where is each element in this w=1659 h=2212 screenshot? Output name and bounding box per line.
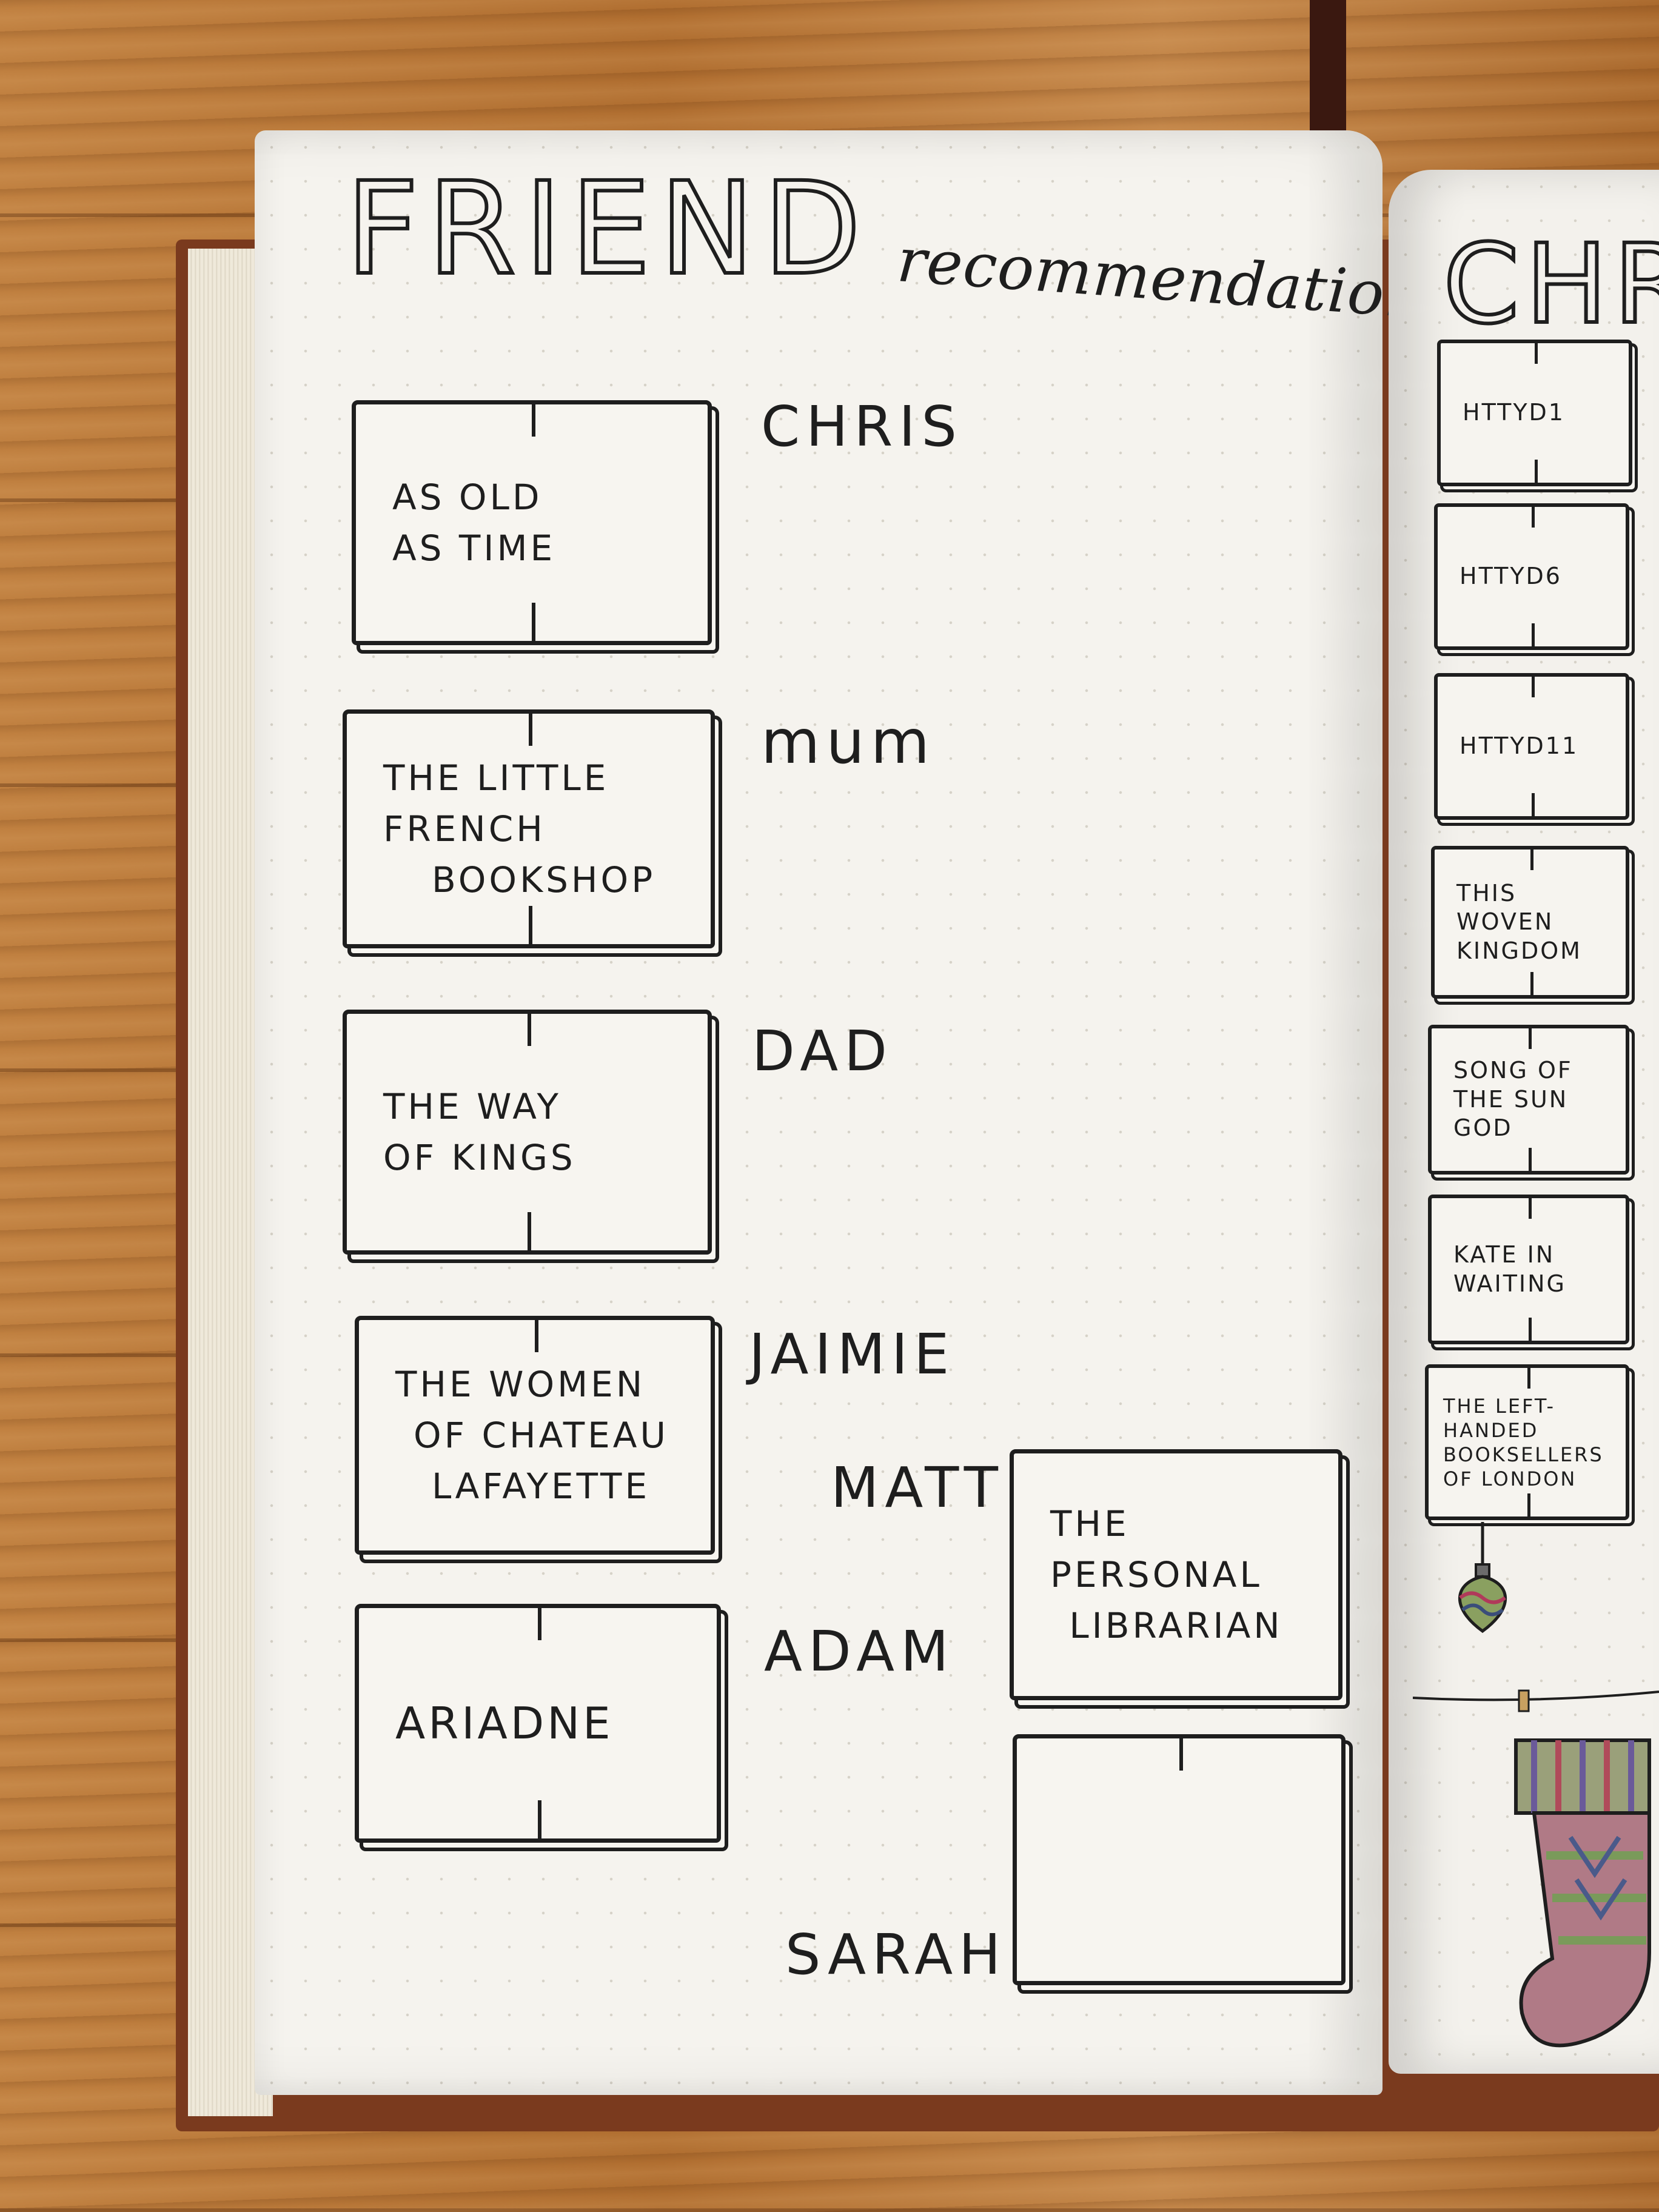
book-title-line: ARIADNE (395, 1697, 614, 1749)
book-title: HTTYD11 (1438, 677, 1626, 816)
book-title: AS OLD AS TIME (356, 404, 708, 641)
book-ariadne: ARIADNE (355, 1604, 721, 1843)
book-spine (1535, 340, 1538, 364)
book-title-line: BOOKSELLERS (1443, 1443, 1604, 1466)
book-title-line: OF KINGS (383, 1137, 576, 1178)
right-page-title: CHR (1441, 220, 1659, 350)
book-title-line: SONG OF (1453, 1057, 1573, 1084)
book-title-line: AS OLD (392, 476, 543, 518)
friend-name: JAIMIE (749, 1322, 956, 1387)
book-title-line: THE WOMEN (395, 1363, 646, 1405)
book-spine (535, 1316, 538, 1352)
friend-name: SARAH (785, 1922, 1007, 1987)
book-spine (532, 603, 535, 645)
book-title: THE WOMEN OF CHATEAU LAFAYETTE (359, 1320, 711, 1550)
book-spine (527, 1212, 531, 1255)
book-spine (1529, 1148, 1532, 1175)
book-this-woven-kingdom: THIS WOVEN KINGDOM (1431, 846, 1629, 999)
book-title: THE WAY OF KINGS (347, 1014, 708, 1250)
book-title-line: HANDED (1443, 1418, 1539, 1442)
book-spine (529, 906, 532, 948)
book-spine (1530, 972, 1533, 999)
book-spine (529, 709, 532, 746)
string-line-drawing (1413, 1689, 1659, 1712)
book-spine (532, 400, 535, 437)
book-spine (538, 1800, 541, 1843)
book-title-line: GOD (1453, 1114, 1513, 1142)
book-spine (1530, 846, 1533, 870)
book-spine (1529, 1195, 1532, 1219)
book-spine (1527, 1364, 1530, 1389)
book-spine (527, 1010, 531, 1046)
book-title: HTTYD6 (1438, 507, 1626, 646)
book-title-line: AS TIME (392, 528, 556, 569)
book-title-line: THIS (1456, 879, 1517, 907)
book-spine (1532, 623, 1535, 650)
book-title: HTTYD1 (1441, 343, 1629, 483)
book-spine (1529, 1318, 1532, 1344)
book-title-line: THE PERSONAL (1050, 1503, 1262, 1595)
book-title: THE PERSONAL LIBRARIAN (1014, 1453, 1338, 1696)
book-title-line: LIBRARIAN (1069, 1605, 1283, 1647)
book-the-women-of-chateau-lafayette: THE WOMEN OF CHATEAU LAFAYETTE (355, 1316, 715, 1555)
book-title-line: HTTYD6 (1460, 563, 1562, 590)
book-spine (538, 1604, 541, 1640)
book-title-line: LAFAYETTE (432, 1466, 651, 1507)
book-title: THE LITTLE FRENCH BOOKSHOP (347, 714, 711, 944)
book-title: KATE IN WAITING (1432, 1198, 1626, 1341)
book-httyd6: HTTYD6 (1434, 503, 1629, 650)
book-title-line: OF CHATEAU (414, 1414, 669, 1456)
book-the-little-french-bookshop: THE LITTLE FRENCH BOOKSHOP (343, 709, 715, 948)
page-title: FRIEND (344, 153, 870, 305)
book-spine (1532, 673, 1535, 697)
book-the-way-of-kings: THE WAY OF KINGS (343, 1010, 712, 1255)
friend-name: DAD (752, 1019, 894, 1084)
book-as-old-as-time: AS OLD AS TIME (352, 400, 712, 645)
book-httyd11: HTTYD11 (1434, 673, 1629, 820)
book-title: ARIADNE (359, 1608, 717, 1838)
book-title: THE LEFT- HANDED BOOKSELLERS OF LONDON (1429, 1368, 1626, 1517)
book-title-line: FRENCH (383, 808, 546, 850)
book-title-line: HTTYD1 (1463, 399, 1565, 426)
book-title-line: THE SUN (1453, 1085, 1569, 1113)
book-kate-in-waiting: KATE IN WAITING (1428, 1195, 1629, 1344)
christmas-ornament-drawing (1458, 1522, 1507, 1634)
book-title-line: WAITING (1453, 1270, 1566, 1297)
book-title: THIS WOVEN KINGDOM (1435, 850, 1626, 995)
book-title-line: THE LITTLE (383, 757, 609, 799)
book-title-line: THE LEFT- (1443, 1394, 1556, 1418)
book-title-line: BOOKSHOP (432, 859, 656, 901)
book-spine (1535, 460, 1538, 486)
book-title-line: WOVEN (1456, 908, 1554, 936)
book-the-personal-librarian: THE PERSONAL LIBRARIAN (1010, 1449, 1342, 1700)
friend-name: MATT (831, 1455, 1004, 1520)
book-title: SONG OF THE SUN GOD (1432, 1028, 1626, 1171)
book-title-line: THE WAY (383, 1085, 561, 1127)
stocking-drawing (1514, 1738, 1651, 2048)
book-title-line: KINGDOM (1456, 937, 1582, 964)
book-spine (1532, 793, 1535, 820)
book-title-line: OF LONDON (1443, 1467, 1577, 1490)
book-spine (1527, 1493, 1530, 1520)
book-song-of-the-sun-god: SONG OF THE SUN GOD (1428, 1025, 1629, 1175)
friend-name: ADAM (764, 1619, 955, 1684)
book-title-line: HTTYD11 (1460, 732, 1579, 760)
book-title-line: KATE IN (1453, 1241, 1555, 1268)
book-spine (1529, 1025, 1532, 1049)
book-spine (1532, 503, 1535, 528)
book-left-handed-booksellers: THE LEFT- HANDED BOOKSELLERS OF LONDON (1425, 1364, 1629, 1520)
friend-name: mum (761, 706, 936, 777)
book-httyd1: HTTYD1 (1437, 340, 1632, 486)
book-spine (1179, 1734, 1183, 1771)
friend-name: CHRIS (761, 394, 963, 459)
book-empty (1013, 1734, 1346, 1985)
